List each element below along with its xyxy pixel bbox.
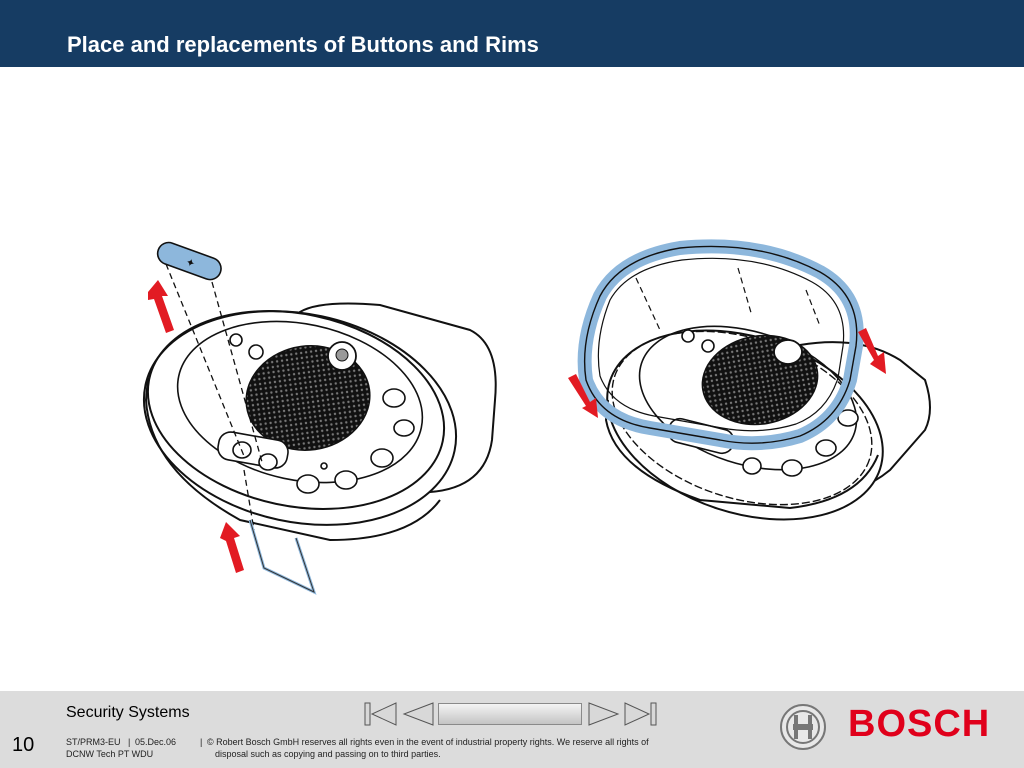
page-number: 10	[12, 734, 35, 756]
separator: |	[128, 737, 131, 747]
department-label: DCNW Tech PT WDU	[66, 749, 154, 759]
copyright-line-1: © Robert Bosch GmbH reserves all rights …	[207, 737, 649, 747]
slide-title: Place and replacements of Buttons and Ri…	[67, 32, 539, 57]
first-slide-icon[interactable]	[364, 702, 398, 726]
slide-navigation	[364, 702, 660, 726]
title-bar: Place and replacements of Buttons and Ri…	[0, 0, 1024, 67]
left-arrows	[148, 280, 244, 573]
device-illustration: ✦	[142, 239, 931, 595]
right-device	[577, 239, 931, 521]
left-device: ✦	[142, 241, 497, 595]
removed-button-part: ✦	[156, 241, 222, 281]
removed-rim-part	[577, 239, 864, 451]
svg-text:✦: ✦	[184, 255, 197, 270]
footer: Security Systems 10 ST/PRM3-EU | 05.Dec.…	[0, 691, 1024, 768]
separator: |	[200, 737, 203, 747]
figure-area: ✦	[0, 67, 1024, 691]
previous-slide-icon[interactable]	[402, 702, 434, 726]
right-arrows	[568, 328, 886, 418]
next-slide-icon[interactable]	[588, 702, 620, 726]
last-slide-icon[interactable]	[624, 702, 658, 726]
slide-progress-bar[interactable]	[438, 703, 582, 725]
copyright-line-2: disposal such as copying and passing on …	[215, 749, 441, 759]
bosch-logo-text: BOSCH	[848, 703, 991, 745]
document-reference: ST/PRM3-EU	[66, 737, 121, 747]
division-label: Security Systems	[66, 704, 190, 721]
document-date: 05.Dec.06	[135, 737, 177, 747]
bosch-emblem-icon	[780, 704, 826, 750]
